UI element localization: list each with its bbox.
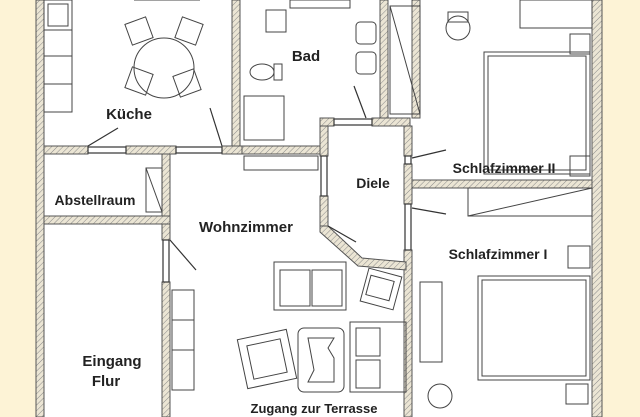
room-label-schlafzimmer-1: Schlafzimmer I (449, 246, 548, 262)
bedroom-furniture (389, 0, 593, 409)
room-label-flur: Flur (92, 373, 120, 390)
bathroom-fixtures (243, 0, 377, 141)
room-label-diele: Diele (356, 175, 390, 191)
room-label-bad: Bad (292, 48, 320, 65)
room-label-schlafzimmer-2: Schlafzimmer II (453, 160, 556, 176)
storage-shelf (145, 167, 163, 213)
room-label-kueche: Küche (106, 106, 152, 123)
terrace-access-label: Zugang zur Terrasse (251, 401, 378, 416)
room-label-eingang: Eingang (82, 353, 141, 370)
walls (35, 0, 603, 417)
kitchen-furniture (43, 0, 204, 113)
living-room-furniture (171, 155, 407, 393)
floor-area (36, 0, 602, 417)
room-label-abstellraum: Abstellraum (55, 192, 136, 208)
room-label-wohnzimmer: Wohnzimmer (199, 219, 293, 236)
windows-doors (87, 85, 447, 283)
